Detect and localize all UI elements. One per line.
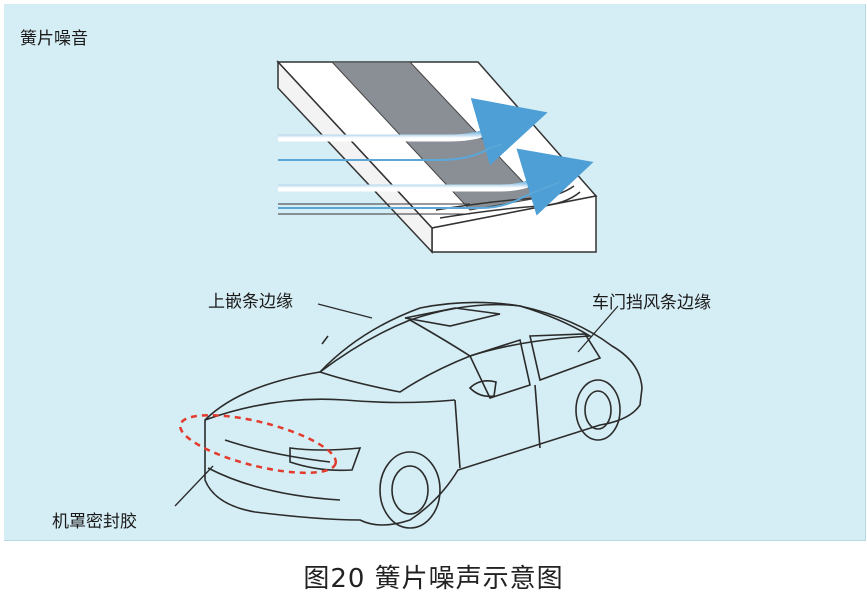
car-body-outline — [204, 301, 643, 526]
rear-wheel — [575, 379, 621, 441]
seal-cross-section — [276, 60, 598, 254]
airflow-arrows — [278, 97, 594, 216]
label-upper-trim: 上嵌条边缘 — [208, 292, 293, 312]
front-wheel — [379, 451, 441, 529]
leader-hood-seal — [174, 465, 214, 507]
hood-line — [204, 398, 456, 421]
rear-door-window — [529, 333, 602, 382]
figure-caption: 图20 簧片噪声示意图 — [303, 564, 564, 594]
airflow-arrow-3 — [278, 148, 594, 216]
leader-upper-trim — [317, 303, 373, 319]
front-door-window — [468, 338, 531, 399]
front-grille — [224, 439, 331, 463]
airflow-arrow-1 — [278, 97, 548, 166]
front-bumper — [207, 467, 341, 501]
windshield — [318, 319, 472, 393]
front-wheel-hub — [391, 465, 429, 515]
rear-wheel-hub — [584, 390, 612, 430]
label-door-visor: 车门挡风条边缘 — [592, 293, 711, 313]
airflow-arrow-4 — [278, 181, 561, 209]
door-line-1 — [454, 399, 461, 469]
panel-title: 簧片噪音 — [20, 29, 88, 49]
label-hood-seal: 机罩密封胶 — [52, 512, 137, 532]
door-line-2 — [534, 384, 541, 449]
leader-lines — [174, 303, 619, 507]
side-mirror — [468, 380, 497, 398]
headlight — [289, 447, 362, 472]
antenna — [321, 335, 329, 345]
hood-seal-highlight — [178, 413, 338, 475]
airflow-arrow-2 — [278, 143, 503, 161]
sunroof — [404, 307, 501, 327]
leader-door-visor — [577, 305, 619, 353]
roof — [409, 303, 593, 357]
car-illustration — [204, 301, 643, 529]
